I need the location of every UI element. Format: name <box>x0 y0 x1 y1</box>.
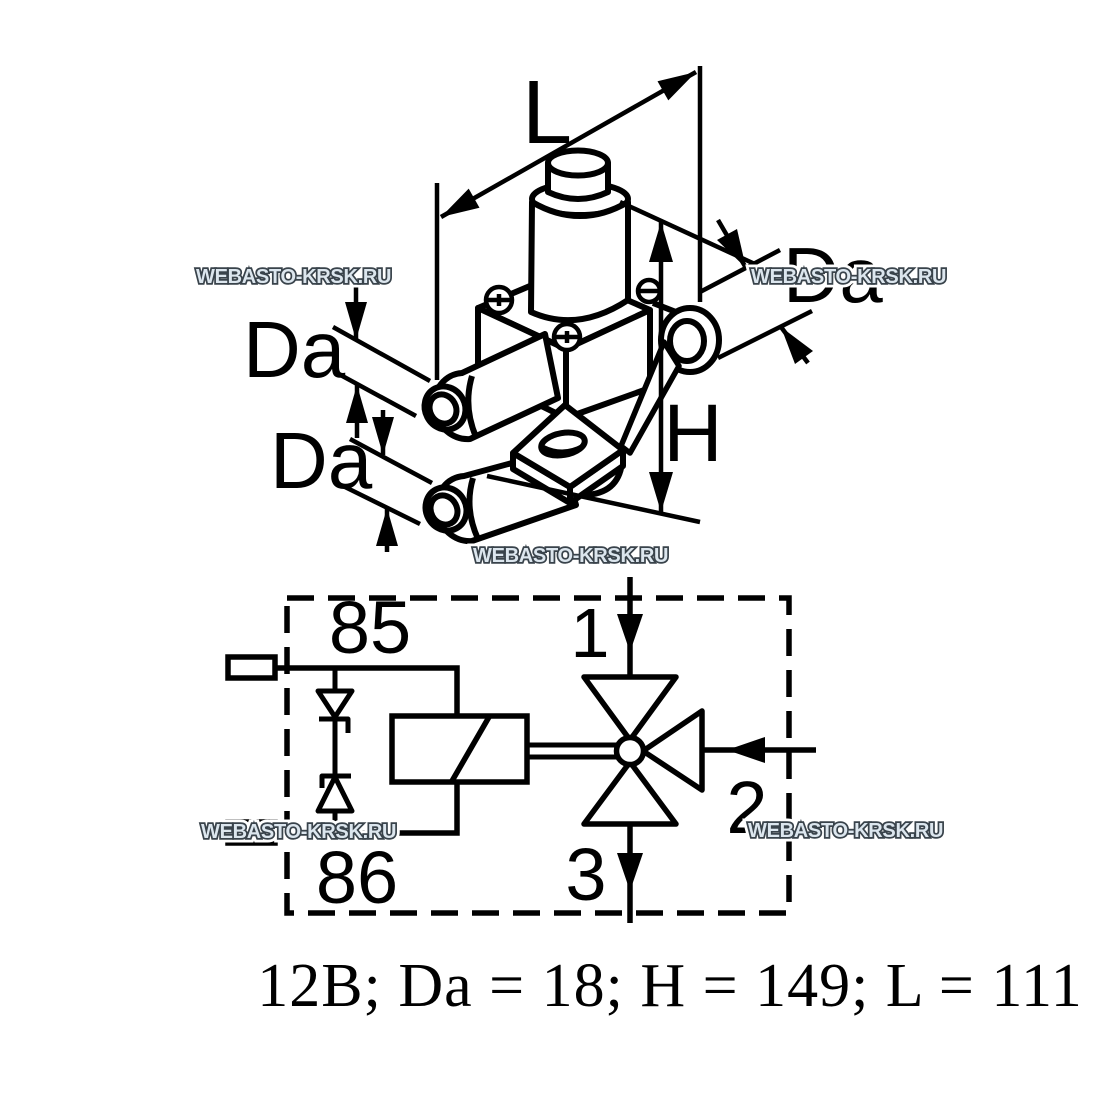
l-arrowhead-left-icon <box>441 188 480 217</box>
coil-nipple-top-rim <box>545 147 611 179</box>
da2-arrowhead-down-icon <box>372 417 394 455</box>
dimension-da-upper-left: Da <box>243 283 368 438</box>
da1-arrowhead-up-icon <box>346 385 368 423</box>
zener-bar-bottom <box>319 773 351 788</box>
h-bottom-reference-line <box>486 473 701 525</box>
upper-hose-collar-line <box>465 375 479 439</box>
dashed-boundary <box>284 595 792 916</box>
da1-arrowhead-down-icon <box>345 302 367 340</box>
dimension-label-da-1: Da <box>243 305 346 394</box>
caption-text: 12В; Da = 18; H = 149; L = 111 <box>257 952 1082 1020</box>
dimension-H: H <box>486 199 758 525</box>
upper-hose-bore <box>426 391 460 427</box>
dimension-label-l: L <box>522 63 572 163</box>
da-right-tangent-lower <box>716 308 814 361</box>
da2-tangent-lower <box>342 483 421 527</box>
port-2-arrow-icon <box>727 737 765 763</box>
watermark-text: WEBASTO-KRSK.RU <box>201 821 396 843</box>
da-upper-tangent-line-1 <box>331 325 432 383</box>
watermark-text: WEBASTO-KRSK.RU <box>748 820 943 842</box>
port-3-arrow-icon <box>617 853 643 891</box>
watermark-middle: WEBASTO-KRSK.RU WEBASTO-KRSK.RU <box>469 541 673 572</box>
body-screws <box>483 277 663 353</box>
da2-arrowhead-up-icon <box>376 508 398 546</box>
coil-diagonal-line <box>449 715 492 783</box>
watermark-bottom-left: WEBASTO-KRSK.RU WEBASTO-KRSK.RU <box>197 817 401 848</box>
dimension-extension-lines-under <box>331 183 440 418</box>
dimension-label-h: H <box>663 388 722 479</box>
dimension-label-da-right: Da <box>783 231 883 319</box>
terminals-and-wires <box>225 654 460 846</box>
watermark-glow: WEBASTO-KRSK.RU <box>201 821 396 843</box>
watermark-glow: WEBASTO-KRSK.RU <box>748 820 943 842</box>
watermark-text: WEBASTO-KRSK.RU <box>473 545 668 567</box>
zener-diode-down-icon <box>315 688 355 720</box>
dimension-da-lower-left: Da <box>270 410 434 552</box>
solenoid-coil-symbol <box>389 713 617 785</box>
port-3-label: 3 <box>565 833 606 916</box>
dimension-L: L <box>439 63 703 302</box>
da-right-tangent-upper <box>698 248 782 294</box>
valve-triangle-right <box>640 708 705 793</box>
zener-bar-top <box>319 716 351 733</box>
terminal-85-label: 85 <box>329 586 411 669</box>
mounting-flange <box>510 402 626 506</box>
port-1-arrow-icon <box>617 614 643 652</box>
hose-port-upper <box>421 331 561 443</box>
da-right-arrowhead-lower-icon <box>781 327 813 364</box>
valve-symbol <box>581 577 816 923</box>
watermark-text: WEBASTO-KRSK.RU <box>196 266 391 288</box>
port-2-label: 2 <box>726 766 767 849</box>
watermark-text: WEBASTO-KRSK.RU <box>751 266 946 288</box>
actuator-link-lines <box>527 742 617 760</box>
port-1-label: 1 <box>571 594 610 672</box>
circuit-schematic: 85 86 1 2 3 <box>225 577 816 923</box>
lower-hose-collar-line <box>466 477 481 541</box>
valve-center-node <box>613 734 647 768</box>
watermark-glow: WEBASTO-KRSK.RU <box>196 266 391 288</box>
h-arrowhead-top-icon <box>649 222 673 262</box>
da-upper-tangent-line-2 <box>333 370 418 418</box>
screw-cross-2 <box>554 331 580 343</box>
da2-tangent-upper <box>348 437 434 485</box>
valve-isometric-view: L H Da Da <box>243 63 883 552</box>
dimension-da-right: Da <box>698 218 883 365</box>
terminal-tab-85 <box>225 654 278 681</box>
suppressor-diodes <box>315 668 355 833</box>
watermark-glow: WEBASTO-KRSK.RU <box>751 266 946 288</box>
da-right-arrowhead-upper-icon <box>717 229 746 268</box>
flange-hole-depth-line <box>541 443 585 454</box>
right-port-bore <box>667 318 707 364</box>
solenoid-coil <box>528 147 631 324</box>
terminal-86-label: 86 <box>316 836 398 919</box>
screw-cross-1 <box>486 294 512 306</box>
watermark-bottom-right: WEBASTO-KRSK.RU WEBASTO-KRSK.RU <box>744 816 948 847</box>
watermarks: WEBASTO-KRSK.RU WEBASTO-KRSK.RU WEBASTO-… <box>192 262 951 848</box>
h-arrowhead-bottom-icon <box>649 472 673 512</box>
coil-main-cylinder <box>528 199 631 324</box>
watermark-top-left: WEBASTO-KRSK.RU WEBASTO-KRSK.RU <box>192 262 396 293</box>
valve-triangle-top <box>581 674 679 743</box>
dimension-label-da-2: Da <box>270 416 373 505</box>
right-port-top-edge <box>651 300 678 315</box>
valve-triangle-bottom <box>581 759 679 827</box>
wire-85 <box>275 665 460 717</box>
lower-hose-bore <box>427 492 461 528</box>
watermark-top-right: WEBASTO-KRSK.RU WEBASTO-KRSK.RU <box>747 262 951 293</box>
watermark-glow: WEBASTO-KRSK.RU <box>473 545 668 567</box>
l-dimension-line <box>439 70 698 219</box>
l-arrowhead-right-icon <box>657 72 696 101</box>
support-bracket <box>618 339 682 456</box>
